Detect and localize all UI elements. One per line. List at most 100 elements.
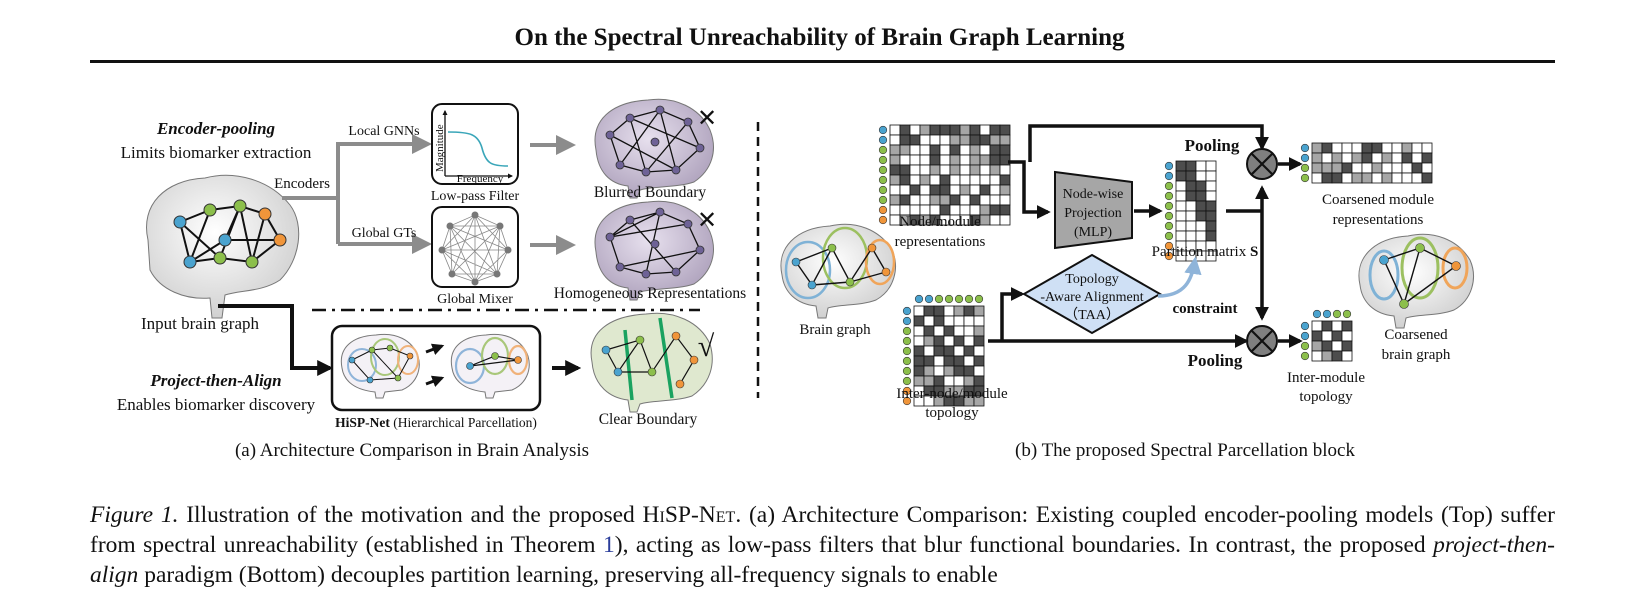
matrix-cell xyxy=(919,194,931,206)
matrix-cell xyxy=(913,345,925,357)
matrix-cell xyxy=(989,144,1001,156)
homogeneous-label: Homogeneous Representations xyxy=(554,285,746,302)
matrix-cell xyxy=(919,164,931,176)
matrix-cell xyxy=(1361,162,1373,174)
matrix-cell xyxy=(999,214,1011,226)
matrix-cell xyxy=(1341,142,1353,154)
panel-a-caption: (a) Architecture Comparison in Brain Ana… xyxy=(235,440,589,461)
row-marker xyxy=(878,135,888,145)
matrix-cell xyxy=(1205,250,1217,262)
panel-b: Node/module representations Node-wise Pr… xyxy=(780,124,1474,461)
partition-label-text: Partition matrix xyxy=(1152,244,1250,260)
matrix-cell xyxy=(1205,230,1217,242)
col-marker xyxy=(924,294,934,304)
matrix-cell xyxy=(909,144,921,156)
matrix-cell xyxy=(909,194,921,206)
inter-module-label-line1: Inter-module xyxy=(1287,370,1365,386)
caption-theorem-ref[interactable]: 1 xyxy=(603,532,615,558)
pooling-bottom-node xyxy=(1246,325,1278,357)
row-marker xyxy=(1164,201,1174,211)
col-marker xyxy=(1312,309,1322,319)
matrix-cell xyxy=(989,184,1001,196)
row-marker xyxy=(1300,173,1310,183)
matrix-cell xyxy=(1391,152,1403,164)
matrix-cell xyxy=(999,194,1011,206)
clear-boundary-label: Clear Boundary xyxy=(599,411,698,428)
row-marker xyxy=(1300,331,1310,341)
global-mixer-label: Global Mixer xyxy=(437,292,513,307)
matrix-cell xyxy=(923,315,935,327)
matrix-cell xyxy=(889,144,901,156)
row-marker xyxy=(1164,181,1174,191)
matrix-cell xyxy=(899,144,911,156)
matrix-cell xyxy=(1331,320,1343,332)
matrix-cell xyxy=(1381,152,1393,164)
matrix-cell xyxy=(973,375,985,387)
node-module-matrix xyxy=(878,124,1011,226)
matrix-cell xyxy=(999,134,1011,146)
matrix-cell xyxy=(939,144,951,156)
blurred-wrong-mark: ✕ xyxy=(697,106,717,132)
coarsened-brain-image xyxy=(1358,233,1474,329)
caption-text-3: ), acting as low-pass filters that blur … xyxy=(614,532,1434,558)
project-then-align-label: Project-then-Align xyxy=(149,371,281,390)
matrix-cell xyxy=(933,305,945,317)
row-marker xyxy=(1164,171,1174,181)
matrix-cell xyxy=(923,305,935,317)
matrix-cell xyxy=(909,174,921,186)
matrix-cell xyxy=(979,164,991,176)
matrix-cell xyxy=(1351,162,1363,174)
matrix-cell xyxy=(929,124,941,136)
matrix-cell xyxy=(1175,170,1187,182)
matrix-cell xyxy=(1205,220,1217,232)
projection-label-line2: Projection xyxy=(1064,206,1122,221)
matrix-cell xyxy=(1411,152,1423,164)
matrix-cell xyxy=(1311,350,1323,362)
row-marker xyxy=(902,386,912,396)
matrix-cell xyxy=(949,154,961,166)
row-marker xyxy=(902,396,912,406)
matrix-cell xyxy=(979,154,991,166)
matrix-cell xyxy=(963,355,975,367)
hisp-net-label: HiSP-Net (Hierarchical Parcellation) xyxy=(335,415,537,430)
matrix-cell xyxy=(939,174,951,186)
matrix-cell xyxy=(889,194,901,206)
matrix-cell xyxy=(899,154,911,166)
matrix-cell xyxy=(1205,190,1217,202)
row-marker xyxy=(878,165,888,175)
matrix-cell xyxy=(949,164,961,176)
coarsened-brain-label-line1: Coarsened xyxy=(1384,327,1448,343)
matrix-cell xyxy=(1185,180,1197,192)
pooling-top-label: Pooling xyxy=(1185,136,1240,155)
matrix-cell xyxy=(1351,142,1363,154)
matrix-cell xyxy=(1381,142,1393,154)
matrix-cell xyxy=(1391,172,1403,184)
matrix-cell xyxy=(929,164,941,176)
matrix-cell xyxy=(953,325,965,337)
matrix-cell xyxy=(1381,162,1393,174)
matrix-cell xyxy=(1361,142,1373,154)
hisp-net-bold: HiSP-Net xyxy=(335,415,390,430)
hisp-brain-1 xyxy=(340,333,420,399)
matrix-cell xyxy=(929,144,941,156)
coarsened-mod-label-line1: Coarsened module xyxy=(1322,192,1434,208)
matrix-cell xyxy=(949,134,961,146)
row-marker xyxy=(878,155,888,165)
input-brain-graph-label: Input brain graph xyxy=(141,314,260,333)
brain-graph-label: Brain graph xyxy=(799,322,871,338)
coarsened-module-matrix xyxy=(1300,142,1433,184)
matrix-cell xyxy=(1391,142,1403,154)
matrix-cell xyxy=(943,305,955,317)
caption-text-1: Illustration of the motivation and the p… xyxy=(178,502,643,528)
matrix-cell xyxy=(909,154,921,166)
matrix-cell xyxy=(1381,172,1393,184)
matrix-cell xyxy=(973,395,985,407)
pooling-bottom-label: Pooling xyxy=(1188,351,1243,370)
matrix-cell xyxy=(1341,172,1353,184)
matrix-cell xyxy=(1195,170,1207,182)
row-marker xyxy=(902,376,912,386)
matrix-cell xyxy=(933,375,945,387)
panel-b-caption: (b) The proposed Spectral Parcellation b… xyxy=(1015,440,1355,461)
matrix-cell xyxy=(959,184,971,196)
matrix-cell xyxy=(1311,172,1323,184)
